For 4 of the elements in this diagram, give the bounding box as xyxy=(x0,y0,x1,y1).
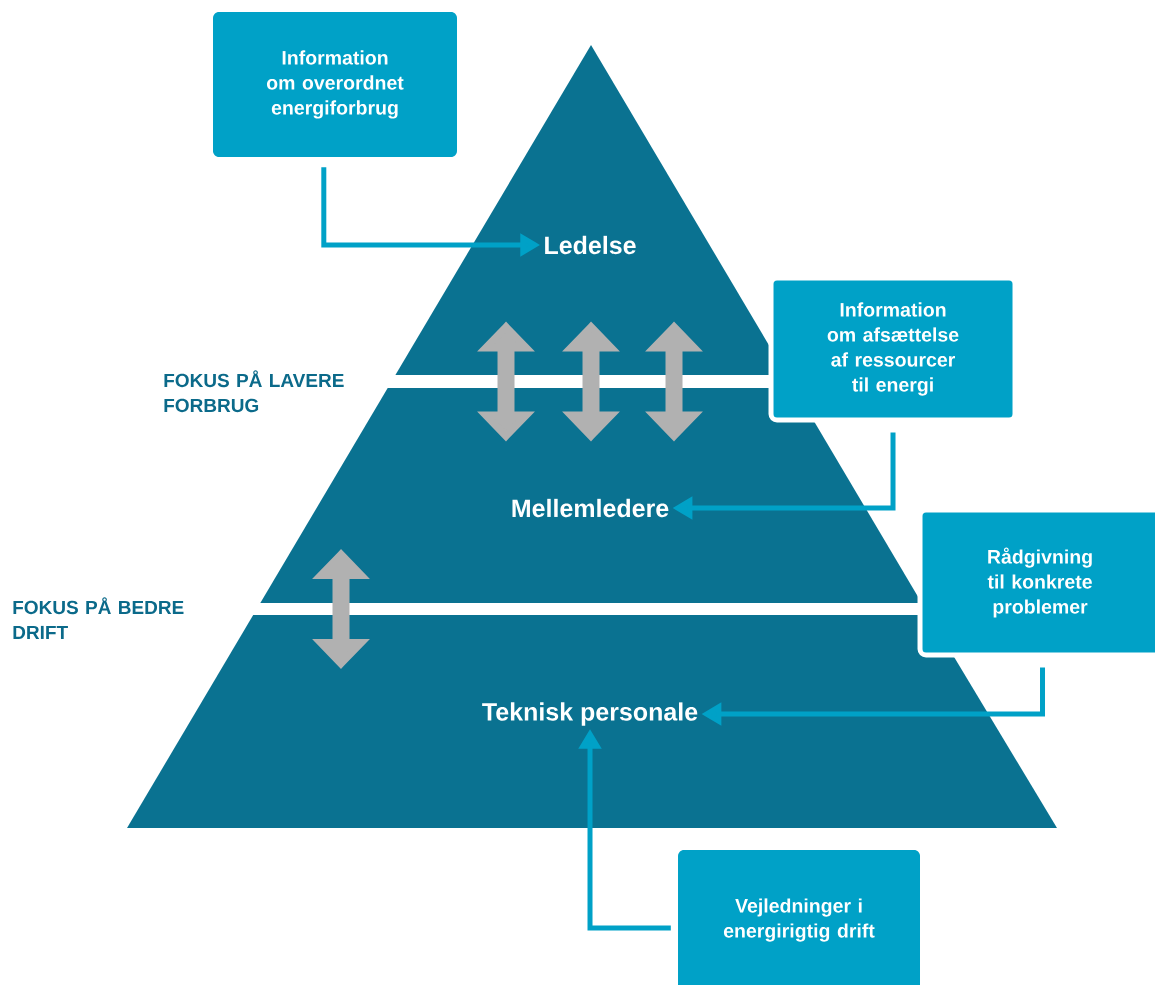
info-box: Rådgivning til konkrete problemer xyxy=(917,507,1155,658)
info-box: Information om afsættelse af ressourcer til energi xyxy=(768,275,1018,423)
info-box: Information om overordnet energiforbrug xyxy=(213,12,457,157)
info-box: Vejledninger i energirigtig drift xyxy=(678,850,920,985)
